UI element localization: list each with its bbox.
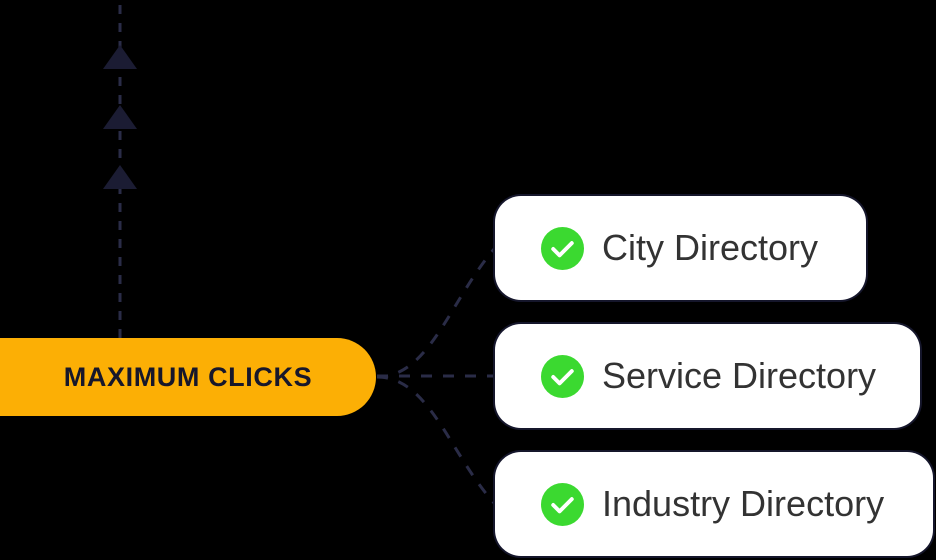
arrow-marker-3-icon: [103, 165, 137, 189]
source-node-label: MAXIMUM CLICKS: [63, 361, 313, 392]
card-city-directory[interactable]: City Directory: [495, 196, 866, 300]
arrow-marker-2-icon: [103, 105, 137, 129]
card-label-industry-directory: Industry Directory: [602, 483, 885, 524]
card-label-city-directory: City Directory: [602, 227, 819, 268]
check-circle-icon: [541, 354, 584, 398]
source-node-maximum-clicks[interactable]: MAXIMUM CLICKS: [0, 338, 376, 416]
check-circle-icon: [541, 482, 584, 526]
card-industry-directory[interactable]: Industry Directory: [495, 452, 933, 556]
connector-to-industry-directory: [376, 375, 497, 506]
arrow-marker-1-icon: [103, 45, 137, 69]
card-label-service-directory: Service Directory: [602, 355, 877, 396]
card-service-directory[interactable]: Service Directory: [495, 324, 920, 428]
connector-to-city-directory: [376, 247, 497, 379]
check-circle-icon: [541, 226, 584, 270]
